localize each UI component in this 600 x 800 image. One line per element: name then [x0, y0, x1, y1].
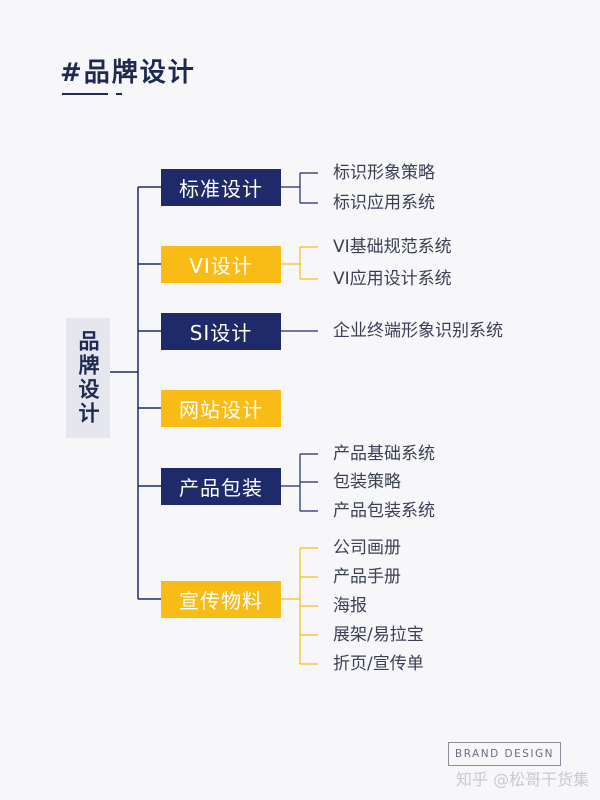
leaf-item: 展架/易拉宝 [333, 625, 424, 645]
branch-promo-materials: 宣传物料 [161, 581, 281, 618]
branch-vi-design: VI设计 [161, 246, 281, 283]
leaf-item: VI应用设计系统 [333, 269, 452, 289]
root-node: 品牌设计 [66, 318, 110, 438]
leaf-item: 产品基础系统 [333, 444, 435, 464]
branch-website-design: 网站设计 [161, 390, 281, 427]
leaf-item: 包装策略 [333, 472, 401, 492]
root-label: 品牌设计 [76, 330, 100, 426]
title-underline-dash [116, 93, 122, 95]
leaf-item: VI基础规范系统 [333, 237, 452, 257]
branch-product-packaging: 产品包装 [161, 468, 281, 505]
page-title: #品牌设计 [60, 58, 196, 88]
watermark: 知乎 @松哥干货集 [456, 770, 590, 789]
branch-si-design: SI设计 [161, 313, 281, 350]
leaf-item: 产品手册 [333, 567, 401, 587]
leaf-item: 折页/宣传单 [333, 654, 424, 674]
leaf-item: 产品包装系统 [333, 501, 435, 521]
brand-design-tag: BRAND DESIGN [448, 742, 561, 766]
leaf-item: 公司画册 [333, 538, 401, 558]
title-underline [62, 93, 108, 95]
leaf-item: 标识形象策略 [333, 163, 435, 183]
leaf-item: 企业终端形象识别系统 [333, 321, 503, 341]
branch-standard-design: 标准设计 [161, 169, 281, 206]
leaf-item: 海报 [333, 596, 367, 616]
leaf-item: 标识应用系统 [333, 193, 435, 213]
